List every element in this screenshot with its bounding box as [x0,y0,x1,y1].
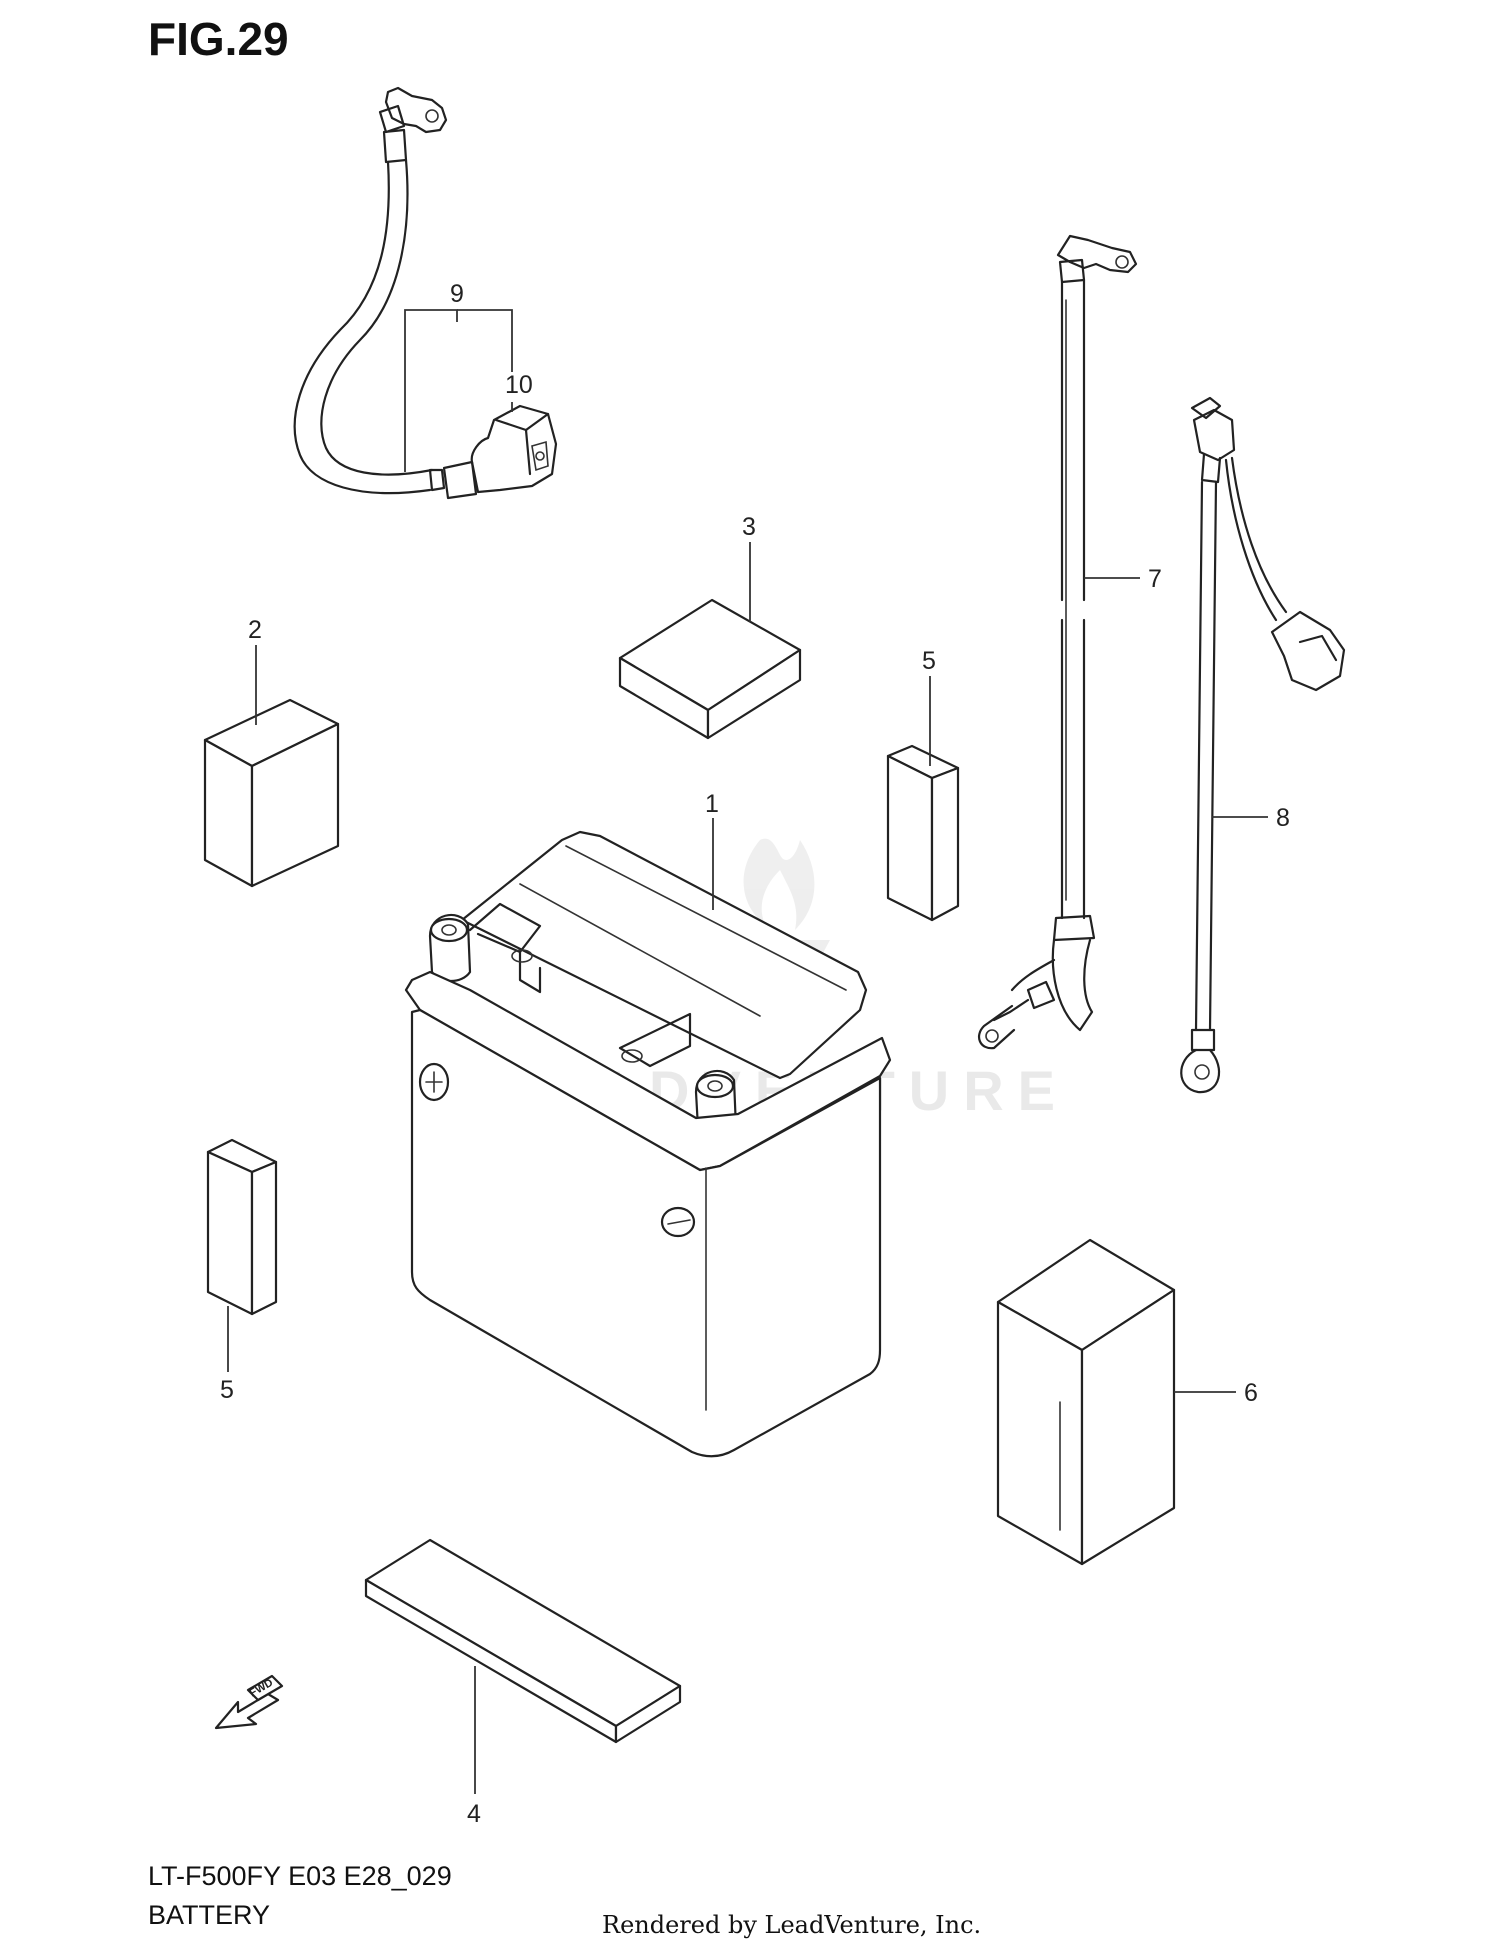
callout-8[interactable]: 9 [450,280,464,308]
callout-4[interactable]: 4 [467,1800,481,1828]
part-4-strip[interactable] [364,1538,682,1744]
fwd-arrow-icon: FWD [214,1674,284,1730]
figure-title: FIG.29 [148,13,289,65]
model-code: LT-F500FY E03 E28_029 [148,1861,452,1891]
render-credit: Rendered by LeadVenture, Inc. [602,1911,981,1939]
part-1-battery[interactable] [404,830,892,1458]
callout-10[interactable]: 8 [1276,804,1290,832]
part-2-block[interactable] [203,698,340,888]
part-8-battery-cable[interactable] [293,86,558,500]
figure-caption: BATTERY [148,1900,270,1930]
callout-9[interactable]: 10 [505,371,533,399]
callout-3[interactable]: 3 [742,513,756,541]
callout-5-upper[interactable]: 5 [922,647,936,675]
part-5-block-upper[interactable] [886,744,960,922]
callout-5-left[interactable]: 5 [220,1376,234,1404]
part-6-block[interactable] [996,1238,1176,1566]
callout-2[interactable]: 2 [248,616,262,644]
part-10-lead-wire[interactable] [1180,396,1346,1094]
part-5-block-left[interactable] [206,1138,278,1316]
part-8-9-leaders [404,309,513,472]
callout-7[interactable]: 7 [1148,565,1162,593]
part-3-pad[interactable] [618,598,802,740]
callout-1[interactable]: 1 [705,790,719,818]
callout-6[interactable]: 6 [1244,1379,1258,1407]
part-7-cable[interactable] [977,234,1138,1050]
